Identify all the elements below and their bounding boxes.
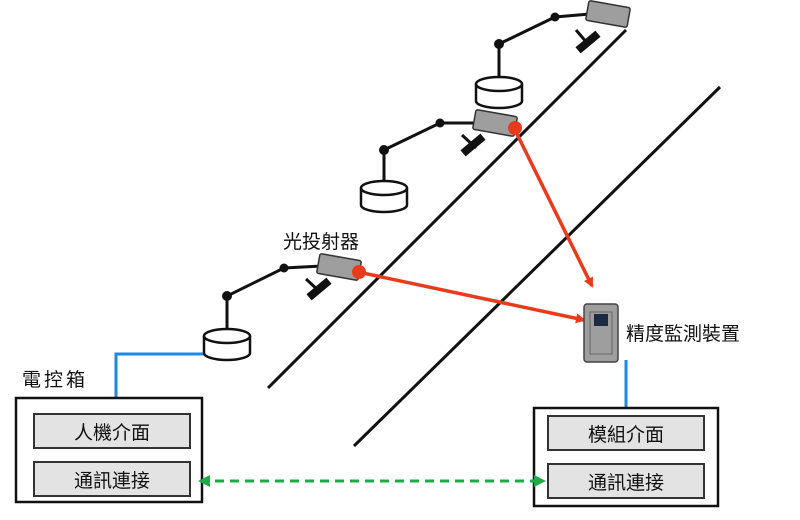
cable-control-to-robot	[114, 352, 204, 398]
robot-arm-links	[382, 121, 478, 182]
robot-gripper	[460, 133, 486, 157]
robot-base-top	[359, 179, 409, 197]
laser-beam-lower	[357, 270, 586, 324]
robot-arm-links	[225, 264, 323, 330]
projector-lens	[352, 265, 366, 279]
control-box-label: 電控箱	[22, 369, 88, 391]
laser-beam-upper	[512, 127, 594, 288]
track-rail-lower	[352, 85, 722, 448]
robot-base-top	[474, 75, 524, 93]
track-rail-upper	[266, 28, 628, 390]
light-projector-2	[472, 109, 522, 137]
projector-body	[585, 0, 631, 28]
module-interface-label: 模組介面	[588, 424, 664, 446]
monitor-label: 精度監測裝置	[626, 323, 740, 345]
module-box: 模組介面 通訊連接	[532, 406, 720, 508]
monitor-screen	[594, 314, 608, 326]
control-comm-module	[33, 461, 191, 497]
precision-monitor-device	[583, 303, 619, 363]
robot-arm-links	[497, 12, 591, 78]
light-projector-1	[316, 253, 366, 281]
module-comm-label: 通訊連接	[588, 472, 664, 494]
robot-arm-2	[359, 118, 486, 214]
robot-gripper	[575, 30, 601, 54]
robot-arm-3	[474, 12, 601, 110]
robot-gripper	[306, 277, 332, 301]
light-projector-3	[585, 0, 631, 28]
projector-lens	[508, 121, 522, 135]
hmi-module	[33, 413, 191, 449]
robot-arm-1	[202, 263, 332, 362]
projector-label: 光投射器	[283, 231, 359, 253]
robot-base-top	[202, 327, 252, 345]
control-comm-label: 通訊連接	[74, 470, 150, 492]
module-interface	[547, 415, 705, 451]
module-comm-module	[547, 463, 705, 499]
hmi-label: 人機介面	[74, 422, 150, 444]
control-box: 人機介面 通訊連接	[14, 396, 204, 504]
